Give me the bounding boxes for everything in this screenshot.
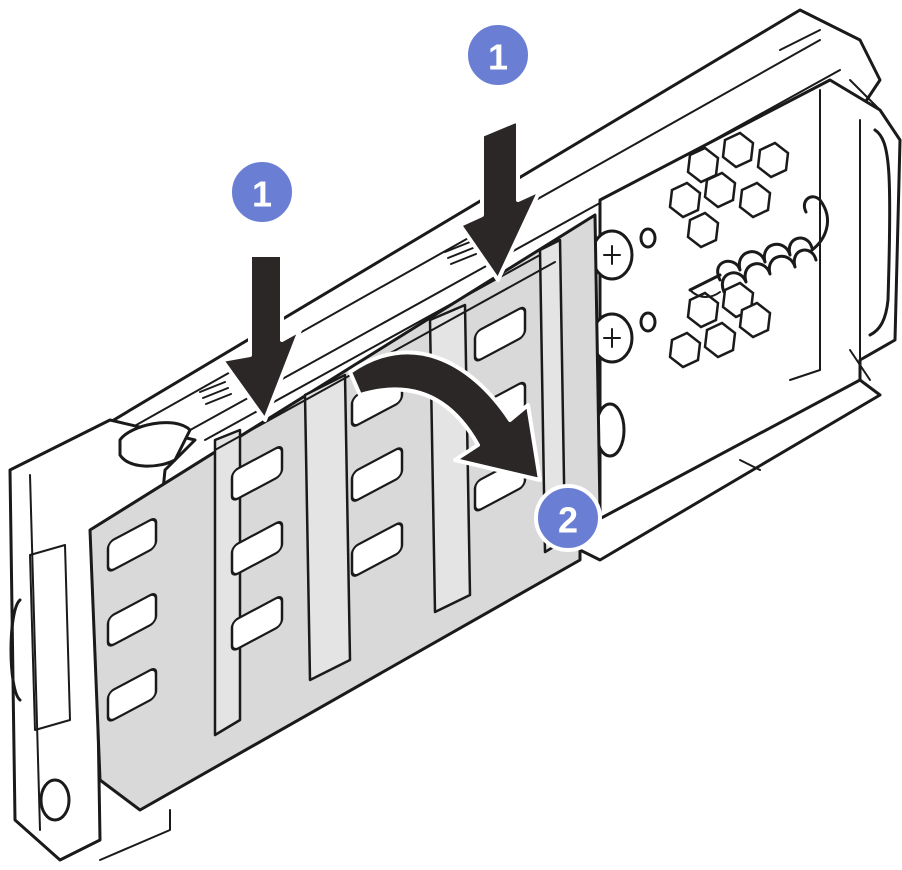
callout-label: 1 bbox=[488, 37, 508, 78]
callout-label: 2 bbox=[558, 500, 578, 541]
curved-arrow-icon bbox=[348, 350, 542, 482]
screw-icon bbox=[590, 227, 657, 458]
arrow-down-icon bbox=[458, 118, 542, 282]
vent-hex-pattern bbox=[668, 131, 790, 369]
callout-label: 1 bbox=[252, 174, 272, 215]
callout-badge: 1 bbox=[464, 21, 532, 89]
callout-badge: 2 bbox=[534, 484, 602, 552]
arrow-down-icon bbox=[220, 253, 302, 422]
left-end-bracket bbox=[8, 418, 197, 862]
callout-badge: 1 bbox=[228, 158, 296, 226]
bottom-rail bbox=[558, 378, 882, 562]
rail-latches bbox=[199, 241, 477, 405]
spring-icon bbox=[688, 195, 829, 298]
